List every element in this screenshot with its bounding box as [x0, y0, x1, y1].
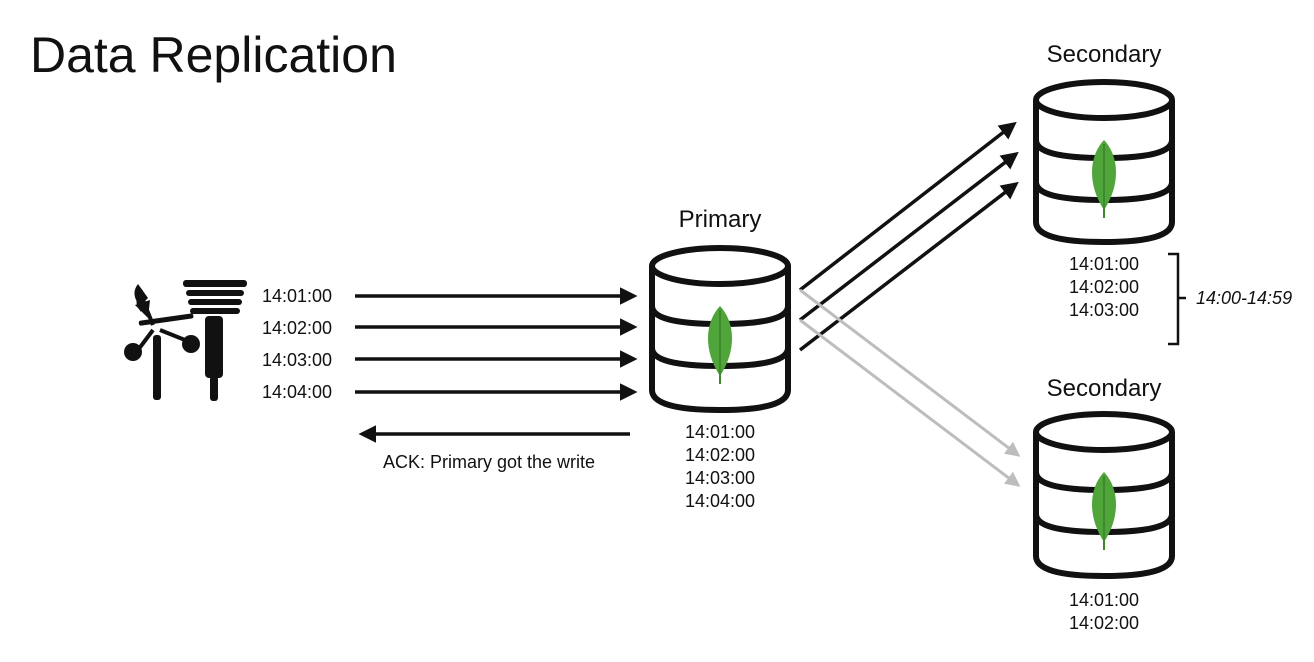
page-title: Data Replication — [30, 27, 397, 83]
ack-label: ACK: Primary got the write — [383, 452, 595, 472]
write-timestamp: 14:04:00 — [262, 382, 332, 402]
replication-arrow — [798, 151, 1019, 322]
mongodb-leaf-icon — [1091, 140, 1117, 218]
weather-station-icon — [124, 280, 247, 401]
secondary-top-label: Secondary — [1047, 41, 1162, 68]
primary-label: Primary — [679, 206, 762, 233]
pending-replication-arrow — [799, 288, 1021, 457]
mongodb-leaf-icon — [1091, 472, 1117, 550]
primary-entry: 14:04:00 — [685, 491, 755, 511]
primary-entry: 14:03:00 — [685, 468, 755, 488]
write-timestamp: 14:01:00 — [262, 286, 332, 306]
range-label: 14:00-14:59 — [1196, 288, 1292, 308]
pending-replication-arrow — [799, 318, 1021, 487]
replication-arrow — [798, 121, 1017, 292]
replication-arrow — [798, 181, 1019, 352]
primary-entry: 14:01:00 — [685, 422, 755, 442]
secondary-top-entry: 14:01:00 — [1069, 254, 1139, 274]
mongodb-leaf-icon — [707, 306, 733, 384]
secondary-top-entry: 14:02:00 — [1069, 277, 1139, 297]
secondary-top-entry: 14:03:00 — [1069, 300, 1139, 320]
secondary-bottom-label: Secondary — [1047, 375, 1162, 402]
primary-entry: 14:02:00 — [685, 445, 755, 465]
write-timestamp: 14:02:00 — [262, 318, 332, 338]
write-timestamp: 14:03:00 — [262, 350, 332, 370]
range-bracket — [1168, 252, 1180, 346]
secondary-bottom-entry: 14:02:00 — [1069, 613, 1139, 633]
secondary-bottom-entry: 14:01:00 — [1069, 590, 1139, 610]
